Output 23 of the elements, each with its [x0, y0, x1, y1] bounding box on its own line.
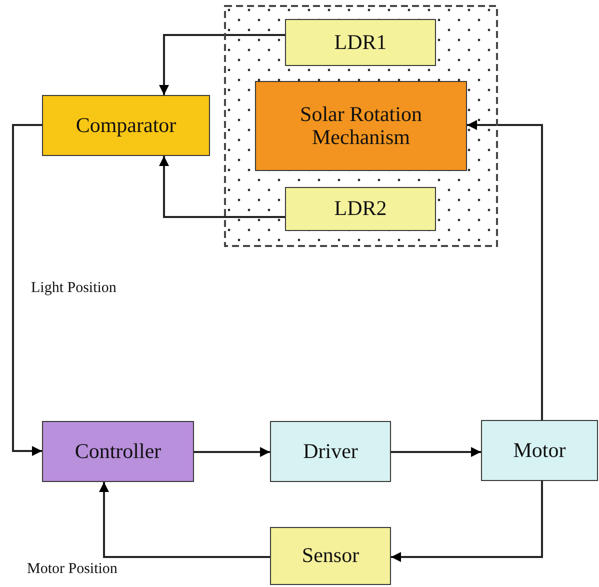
arrow [391, 481, 543, 562]
node-label: Controller [74, 440, 162, 464]
arrow [391, 447, 481, 457]
process-box [42, 421, 194, 482]
process-box [270, 527, 391, 585]
dashed-group-box [224, 5, 498, 247]
process-box [285, 19, 436, 66]
process-box [255, 81, 467, 171]
node-label: Driver [303, 440, 358, 464]
arrow [12, 124, 42, 456]
arrow [194, 447, 270, 457]
node-label: Motor [513, 438, 566, 462]
process-box [481, 420, 598, 481]
edge-label: Light Position [31, 280, 116, 297]
process-box [270, 421, 391, 482]
process-box [285, 187, 436, 231]
node-label: LDR1 [334, 30, 387, 54]
node-label: Comparator [76, 114, 176, 138]
node-label: LDR2 [334, 197, 387, 221]
process-box [42, 95, 210, 156]
arrow [99, 482, 270, 558]
node-label: Solar Rotation Mechanism [299, 102, 423, 150]
node-label: Sensor [302, 544, 360, 568]
